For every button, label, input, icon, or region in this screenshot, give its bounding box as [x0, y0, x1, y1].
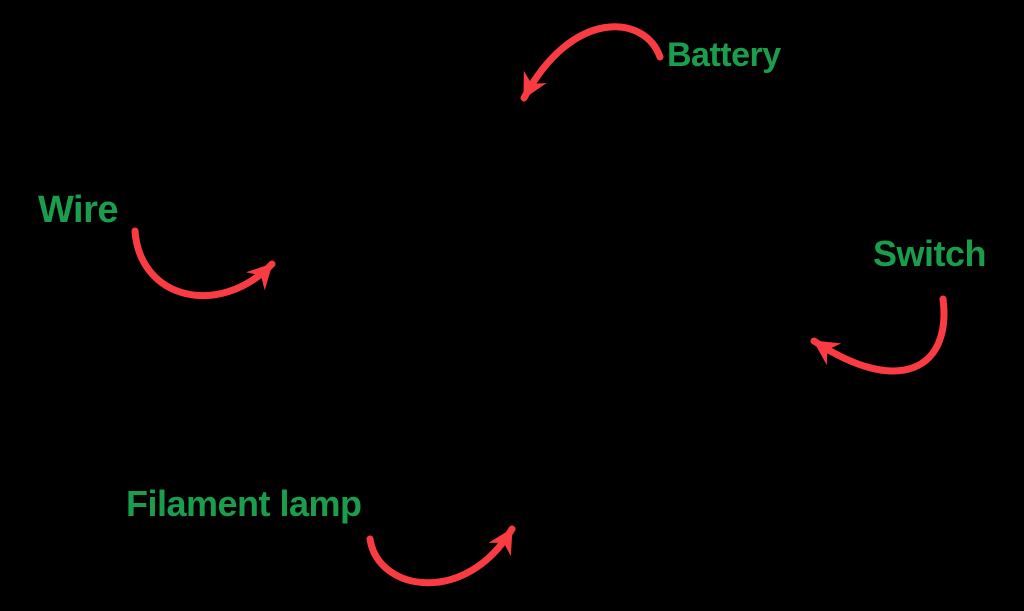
- filament-lamp-label: Filament lamp: [126, 483, 362, 524]
- switch-arrow: [810, 295, 948, 375]
- battery-label: Battery: [667, 36, 781, 74]
- battery-arrow: [520, 23, 664, 102]
- wire-label: Wire: [38, 189, 119, 231]
- switch-label: Switch: [873, 233, 987, 274]
- wire-arrow: [131, 227, 276, 299]
- filament-lamp-arrow: [366, 525, 516, 587]
